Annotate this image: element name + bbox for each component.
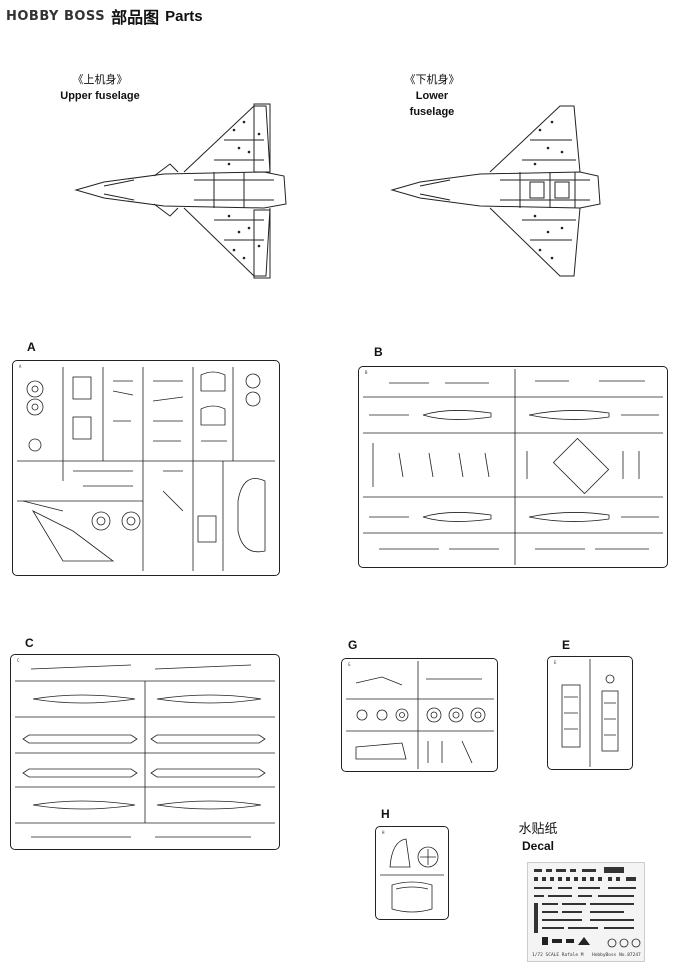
sprue-e-tag: E <box>554 660 557 665</box>
sprue-g-drawing <box>346 661 494 769</box>
decal-sheet: 1/72 SCALE Rafale M HobbyBoss No.87247 <box>527 862 645 962</box>
sprue-g-tag: G <box>348 662 351 667</box>
decal-label: 水贴纸 Decal <box>510 822 566 854</box>
upper-fuselage-label: 《上机身》 Upper fuselage <box>60 72 140 104</box>
sprue-h: H <box>375 826 449 920</box>
decal-footer-right: HobbyBoss No.87247 <box>592 953 641 958</box>
sprue-g-letter: G <box>348 638 358 652</box>
sprue-a: A <box>12 360 280 576</box>
upper-fuselage-label-en: Upper fuselage <box>60 90 140 102</box>
sprue-c-tag: C <box>17 658 20 663</box>
sprue-e-drawing <box>561 659 619 767</box>
lower-fuselage-drawing <box>390 105 601 277</box>
sprue-a-drawing <box>17 367 275 571</box>
page-title-en: Parts <box>165 7 203 25</box>
brand-logo: HOBBY BOSS <box>6 8 106 24</box>
sprue-b-letter: B <box>374 345 383 359</box>
decal-sheet-drawing <box>534 867 641 948</box>
sprue-h-tag: H <box>382 830 385 835</box>
sprue-c: C <box>10 654 280 850</box>
upper-fuselage-drawing <box>74 103 287 279</box>
sprue-c-letter: C <box>25 636 34 650</box>
page-title-cn: 部品图 <box>111 8 160 27</box>
page-header: HOBBY BOSS 部品图 Parts <box>6 4 203 28</box>
sprue-c-drawing <box>15 664 275 838</box>
sprue-h-drawing <box>380 838 444 913</box>
sprue-a-tag: A <box>19 364 22 369</box>
sprue-b: B <box>358 366 668 568</box>
lower-fuselage-label: 《下机身》 Lower fuselage <box>392 72 472 120</box>
sprue-b-tag: B <box>365 370 368 375</box>
sprue-e-letter: E <box>562 638 571 652</box>
sprue-a-letter: A <box>27 340 36 354</box>
upper-fuselage-label-cn: 《上机身》 <box>72 73 128 86</box>
sprue-e: E <box>547 656 633 770</box>
lower-fuselage-label-cn: 《下机身》 <box>404 73 460 86</box>
decal-footer-left: 1/72 SCALE Rafale M <box>532 953 584 958</box>
sprue-b-drawing <box>363 369 663 565</box>
decal-label-cn: 水贴纸 <box>518 822 558 837</box>
decal-label-en: Decal <box>521 839 555 853</box>
lower-fuselage-label-en: Lower fuselage <box>409 90 455 118</box>
sprue-g: G <box>341 658 498 772</box>
sprue-h-letter: H <box>381 807 390 821</box>
